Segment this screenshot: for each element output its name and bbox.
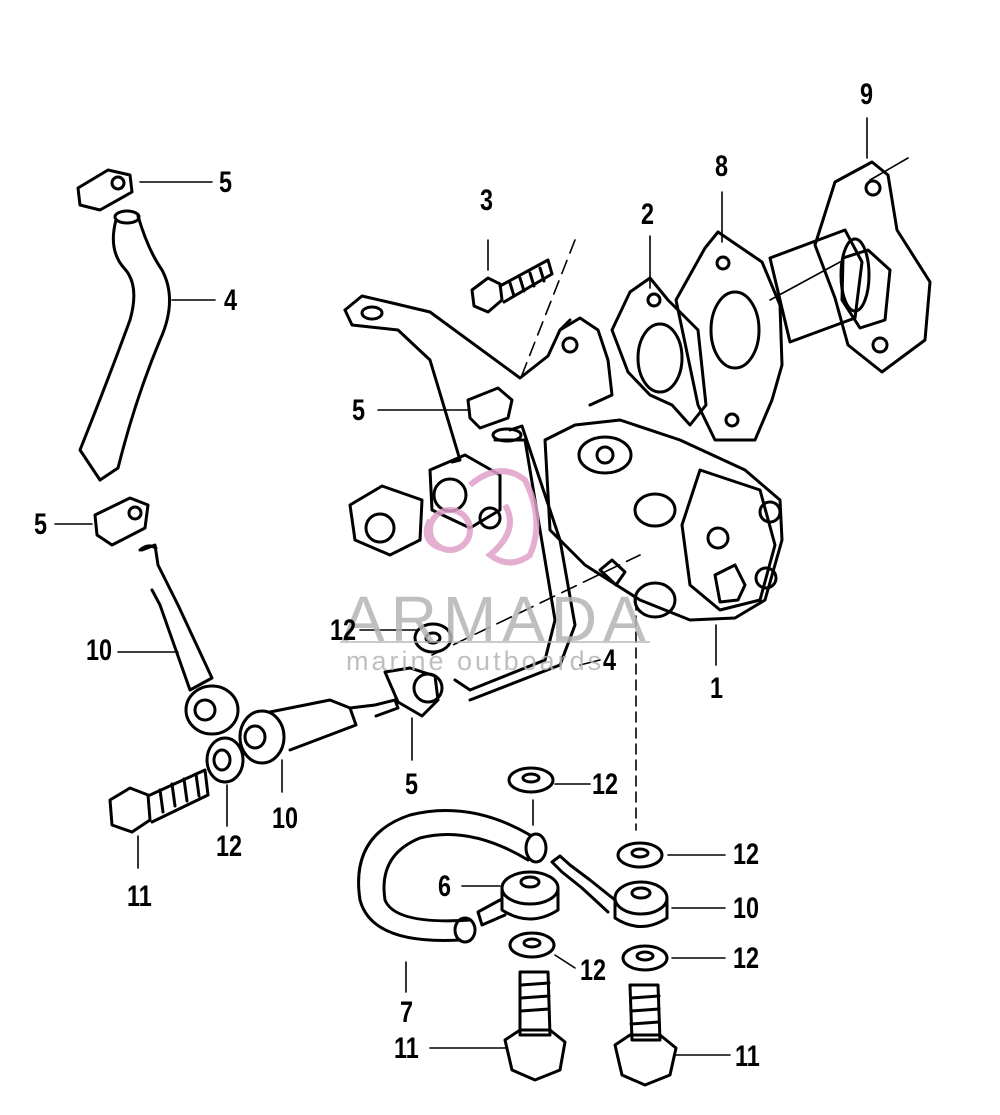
callout-5-lower: 5 bbox=[405, 768, 419, 801]
callout-11-right: 11 bbox=[735, 1040, 760, 1073]
armada-logo bbox=[423, 468, 540, 566]
callout-11-left: 11 bbox=[127, 880, 152, 913]
callout-10-left: 10 bbox=[86, 634, 113, 667]
clamp-5-top bbox=[76, 168, 134, 212]
leader-lines bbox=[54, 117, 909, 1056]
pump-1 bbox=[543, 418, 784, 622]
callout-4-middle: 4 bbox=[603, 644, 617, 677]
banjo-6 bbox=[476, 870, 560, 927]
plate-8 bbox=[674, 228, 871, 442]
bolt-3 bbox=[470, 258, 554, 314]
clamp-5-upper-right bbox=[466, 386, 514, 430]
callout-3: 3 bbox=[480, 184, 494, 217]
banjo-10-left bbox=[138, 543, 240, 736]
washer-12-center-bottom bbox=[508, 931, 556, 959]
fitting-left bbox=[348, 453, 502, 557]
callout-10-center: 10 bbox=[272, 802, 299, 835]
clamp-5-mid bbox=[93, 496, 150, 547]
callout-12-right-top: 12 bbox=[733, 838, 760, 871]
callout-12-center-top: 12 bbox=[592, 768, 619, 801]
clamp-5-lower bbox=[383, 666, 444, 718]
callout-12-center-left: 12 bbox=[330, 614, 357, 647]
callout-12-center-bottom: 12 bbox=[580, 954, 607, 987]
washer-12-left bbox=[205, 736, 245, 784]
hose-4-middle bbox=[453, 424, 577, 702]
bracket bbox=[343, 294, 614, 464]
watermark-subtitle: marine outboards bbox=[346, 646, 605, 676]
callout-4-upper: 4 bbox=[224, 284, 238, 317]
callout-7: 7 bbox=[400, 996, 414, 1029]
bolt-11-right bbox=[613, 983, 678, 1087]
callout-5-top: 5 bbox=[219, 166, 233, 199]
bolt-11-center bbox=[503, 970, 567, 1082]
banjo-10-right bbox=[550, 854, 669, 928]
callout-10-right: 10 bbox=[733, 892, 760, 925]
bolt-11-left bbox=[108, 768, 210, 834]
washer-12-right-bottom bbox=[621, 944, 669, 972]
callout-2: 2 bbox=[641, 198, 655, 231]
gasket-2 bbox=[610, 276, 708, 427]
washer-12-right-top bbox=[616, 841, 664, 869]
callout-12-left: 12 bbox=[216, 830, 243, 863]
washer-12-center-top bbox=[507, 766, 555, 794]
banjo-10-center bbox=[238, 698, 400, 765]
callout-9: 9 bbox=[860, 78, 874, 111]
callout-12-right-bottom: 12 bbox=[733, 942, 760, 975]
callout-5-mid: 5 bbox=[34, 508, 48, 541]
callout-8: 8 bbox=[715, 150, 729, 183]
callout-11-center: 11 bbox=[394, 1032, 419, 1065]
callout-5-upper-right: 5 bbox=[352, 394, 366, 427]
watermark-title: ARMADA bbox=[342, 583, 652, 655]
callout-1: 1 bbox=[710, 672, 724, 705]
hose-7 bbox=[357, 809, 548, 944]
callout-6: 6 bbox=[438, 870, 452, 903]
hose-4-upper bbox=[78, 209, 172, 482]
gasket-9 bbox=[813, 160, 932, 374]
